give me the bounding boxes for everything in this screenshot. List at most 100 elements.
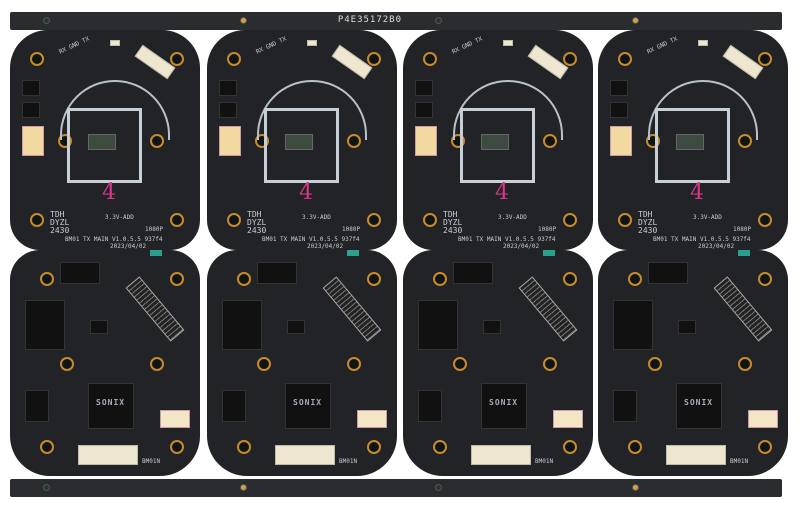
- mounting-hole: [170, 52, 184, 66]
- ic-chip: [219, 102, 237, 118]
- header-pin-label: RX GND TX: [451, 35, 484, 56]
- mounting-hole: [758, 52, 772, 66]
- mounting-hole: [237, 272, 251, 286]
- mounting-hole: [40, 272, 54, 286]
- cable-connector: [553, 410, 583, 428]
- marking-line: TDH: [638, 210, 653, 219]
- led: [307, 40, 317, 46]
- marking-line: 2430: [638, 226, 658, 235]
- marking-line: TDH: [443, 210, 458, 219]
- bottom-panel-rail: [10, 479, 782, 497]
- flash-chip: [613, 390, 637, 422]
- mounting-hole: [563, 272, 577, 286]
- led: [698, 40, 708, 46]
- memory-chip: [222, 300, 262, 350]
- camera-main-board: RX GND TX 4 TDH DYZL 2430 3.3V-ADD 1080P…: [598, 30, 788, 250]
- board-label: BM01N: [730, 458, 749, 465]
- mounting-hole: [543, 357, 557, 371]
- camera-processor-board: SONIX BM01N: [10, 250, 200, 476]
- camera-processor-board: SONIX BM01N: [403, 250, 593, 476]
- fiducial-hole: [240, 17, 247, 24]
- marking-line: 2430: [50, 226, 70, 235]
- resolution-label: 1080P: [145, 226, 164, 233]
- handwritten-mark: 4: [102, 180, 116, 205]
- date-label: 2023/04/02: [110, 243, 147, 250]
- resolution-label: 1080P: [342, 226, 361, 233]
- mounting-hole: [257, 357, 271, 371]
- cable-connector: [78, 445, 138, 465]
- fiducial-hole: [632, 484, 639, 491]
- cable-connector: [748, 410, 778, 428]
- camera-processor-board: SONIX BM01N: [207, 250, 397, 476]
- ic-chip: [219, 80, 237, 96]
- mounting-hole: [150, 357, 164, 371]
- version-label: BM01 TX MAIN V1.0.5.5 937f4: [65, 236, 163, 243]
- flash-chip: [418, 390, 442, 422]
- power-label: 3.3V-ADD: [302, 214, 331, 221]
- mounting-hole: [738, 357, 752, 371]
- fiducial-hole: [435, 484, 442, 491]
- mounting-hole: [60, 357, 74, 371]
- mounting-hole: [563, 440, 577, 454]
- marking-line: DYZL: [247, 218, 267, 227]
- ffc-connector: [322, 276, 382, 342]
- power-connector: [219, 126, 241, 156]
- memory-chip: [25, 300, 65, 350]
- ic-chip: [678, 320, 696, 334]
- lens-mount-outline: [460, 108, 535, 183]
- ic-chip: [287, 320, 305, 334]
- mounting-hole: [367, 272, 381, 286]
- mounting-hole: [170, 440, 184, 454]
- camera-main-board: RX GND TX 4 TDH DYZL 2430 3.3V-ADD 1080P…: [207, 30, 397, 250]
- top-panel-rail: P4E35172B0: [10, 12, 782, 30]
- ic-chip: [648, 262, 688, 284]
- marking-line: 2430: [247, 226, 267, 235]
- panel-tab: [150, 250, 162, 256]
- camera-main-board: RX GND TX 4 TDH DYZL 2430 3.3V-ADD 1080P…: [10, 30, 200, 250]
- date-label: 2023/04/02: [503, 243, 540, 250]
- mounting-hole: [170, 272, 184, 286]
- power-connector: [415, 126, 437, 156]
- mounting-hole: [628, 440, 642, 454]
- led: [503, 40, 513, 46]
- handwritten-mark: 4: [495, 180, 509, 205]
- ic-chip: [415, 80, 433, 96]
- marking-line: TDH: [50, 210, 65, 219]
- power-connector: [610, 126, 632, 156]
- flash-chip: [25, 390, 49, 422]
- panel-tab: [347, 250, 359, 256]
- resolution-label: 1080P: [538, 226, 557, 233]
- cable-connector: [134, 44, 176, 80]
- ic-chip: [22, 102, 40, 118]
- sonix-soc: [481, 383, 527, 429]
- lens-mount-outline: [655, 108, 730, 183]
- cable-connector: [527, 44, 569, 80]
- lens-mount-outline: [67, 108, 142, 183]
- led: [110, 40, 120, 46]
- soc-brand-label: SONIX: [96, 398, 126, 407]
- power-label: 3.3V-ADD: [105, 214, 134, 221]
- date-label: 2023/04/02: [698, 243, 735, 250]
- soc-brand-label: SONIX: [293, 398, 323, 407]
- ic-chip: [90, 320, 108, 334]
- mounting-hole: [618, 213, 632, 227]
- memory-chip: [613, 300, 653, 350]
- cable-connector: [666, 445, 726, 465]
- mounting-hole: [758, 213, 772, 227]
- mounting-hole: [648, 357, 662, 371]
- ic-chip: [453, 262, 493, 284]
- power-label: 3.3V-ADD: [693, 214, 722, 221]
- power-label: 3.3V-ADD: [498, 214, 527, 221]
- mounting-hole: [433, 272, 447, 286]
- mounting-hole: [433, 440, 447, 454]
- cable-connector: [275, 445, 335, 465]
- board-label: BM01N: [142, 458, 161, 465]
- header-pin-label: RX GND TX: [255, 35, 288, 56]
- camera-main-board: RX GND TX 4 TDH DYZL 2430 3.3V-ADD 1080P…: [403, 30, 593, 250]
- ffc-connector: [713, 276, 773, 342]
- ffc-connector: [125, 276, 185, 342]
- resolution-label: 1080P: [733, 226, 752, 233]
- header-pin-label: RX GND TX: [58, 35, 91, 56]
- ic-chip: [257, 262, 297, 284]
- mounting-hole: [40, 440, 54, 454]
